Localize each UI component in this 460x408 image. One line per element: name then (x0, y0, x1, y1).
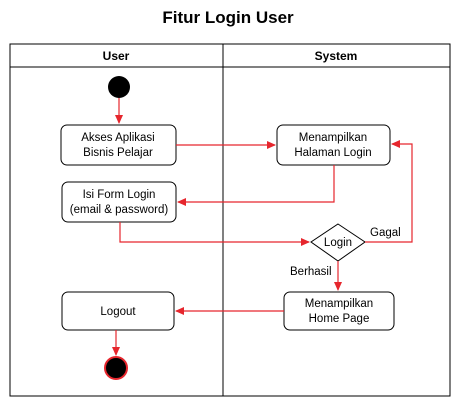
decision-login: Login (310, 223, 366, 262)
diagram-title: Fitur Login User (162, 8, 294, 27)
svg-text:Halaman Login: Halaman Login (294, 147, 371, 159)
end-node (104, 356, 128, 380)
edge-label-berhasil: Berhasil (290, 266, 332, 278)
lane-header-user: User (103, 49, 130, 63)
action-menampilkan-halaman-login: Menampilkan Halaman Login (276, 124, 391, 166)
edge-isi-form-to-login (119, 222, 310, 246)
edge-label-gagal: Gagal (370, 227, 401, 239)
action-akses-aplikasi: Akses Aplikasi Bisnis Pelajar (60, 124, 177, 166)
svg-text:Logout: Logout (100, 306, 136, 318)
svg-text:Akses Aplikasi: Akses Aplikasi (81, 132, 155, 144)
action-isi-form-login: Isi Form Login (email & password) (61, 181, 177, 223)
swimlane-frame (9, 43, 451, 397)
edge-login-gagal (365, 140, 413, 243)
lane-header-system: System (315, 49, 358, 63)
edge-tampil-login-to-isi-form (177, 165, 335, 206)
svg-text:Home Page: Home Page (309, 313, 370, 325)
svg-text:(email & password): (email & password) (70, 204, 169, 216)
svg-text:Bisnis Pelajar: Bisnis Pelajar (83, 147, 153, 159)
svg-text:Isi Form Login: Isi Form Login (83, 189, 156, 201)
start-node (108, 76, 130, 98)
svg-text:Menampilkan: Menampilkan (299, 132, 367, 144)
action-logout: Logout (61, 291, 175, 331)
svg-text:Login: Login (324, 237, 352, 249)
svg-text:Menampilkan: Menampilkan (305, 298, 373, 310)
action-menampilkan-home-page: Menampilkan Home Page (283, 291, 395, 331)
